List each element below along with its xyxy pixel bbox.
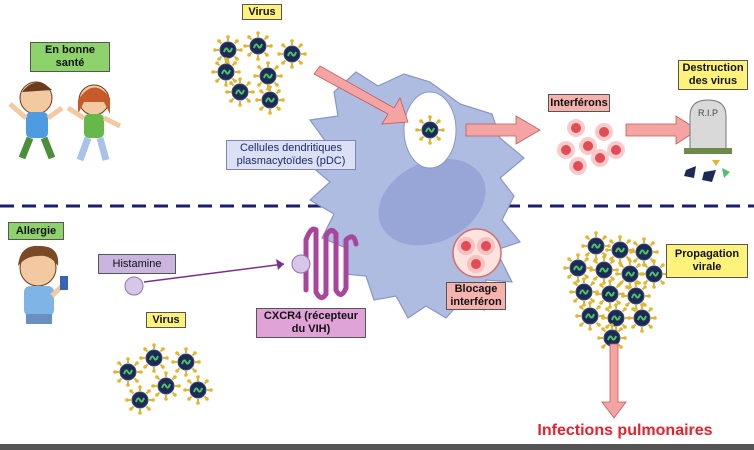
- allergy-label: Allergie: [8, 222, 64, 240]
- pdc-label: Cellules dendritiques plasmacytoïdes (pD…: [226, 140, 356, 170]
- child-icon: [18, 245, 68, 324]
- propagation-label: Propagation virale: [666, 244, 748, 278]
- virus-cluster-propagation: [562, 230, 670, 354]
- bottom-bar: [0, 444, 754, 450]
- people-icon: [8, 81, 122, 162]
- interferons-label: Interférons: [548, 94, 610, 112]
- virus-cluster-bottom: [112, 342, 214, 416]
- blocage-label: Blocage interféron: [446, 282, 506, 310]
- arrow-interferons-to-destruction: [625, 115, 699, 145]
- rip-text: R.I.P: [698, 108, 719, 118]
- histamine-label: Histamine: [98, 254, 176, 274]
- tombstone-icon: [684, 99, 732, 182]
- interferon-icon: [557, 119, 625, 175]
- interferon-block-icon: [452, 228, 502, 278]
- histamine-icon: [124, 276, 144, 296]
- virus-label-bottom: Virus: [146, 312, 186, 328]
- cxcr4-label: CXCR4 (récepteur du VIH): [256, 308, 366, 338]
- virus-label-top: Virus: [242, 4, 282, 20]
- virus-cluster-top: [210, 30, 308, 116]
- arrow-cell-to-interferons: [465, 115, 541, 145]
- infections-title: Infections pulmonaires: [537, 422, 713, 439]
- destruction-label: Destruction des virus: [678, 60, 748, 90]
- arrow-propagation-to-infections: [601, 343, 627, 419]
- healthy-label: En bonne santé: [30, 42, 110, 72]
- arrow-histamine-to-receptor: [143, 263, 285, 283]
- arrow-virus-to-cell: [313, 65, 409, 125]
